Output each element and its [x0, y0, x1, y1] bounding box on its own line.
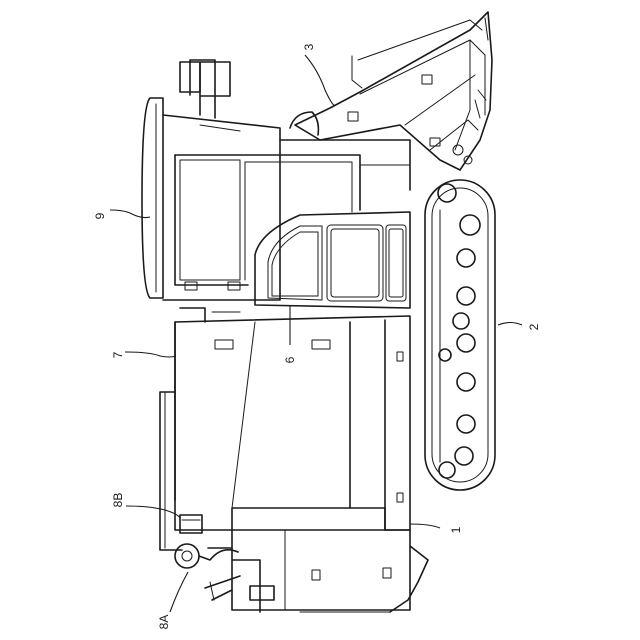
component-3-attachment	[290, 12, 492, 170]
component-7-body	[160, 308, 410, 550]
label-9: 9	[93, 212, 107, 219]
label-3: 3	[302, 43, 316, 50]
label-8B: 8B	[111, 493, 125, 508]
component-8A-roller	[175, 544, 240, 600]
component-6-cabin	[255, 140, 410, 308]
label-8A: 8A	[157, 615, 171, 630]
label-6: 6	[283, 356, 297, 363]
component-2-track	[425, 180, 495, 490]
lower-chassis	[232, 530, 428, 612]
label-7: 7	[111, 351, 125, 358]
label-1: 1	[449, 526, 463, 533]
label-2: 2	[527, 323, 541, 330]
